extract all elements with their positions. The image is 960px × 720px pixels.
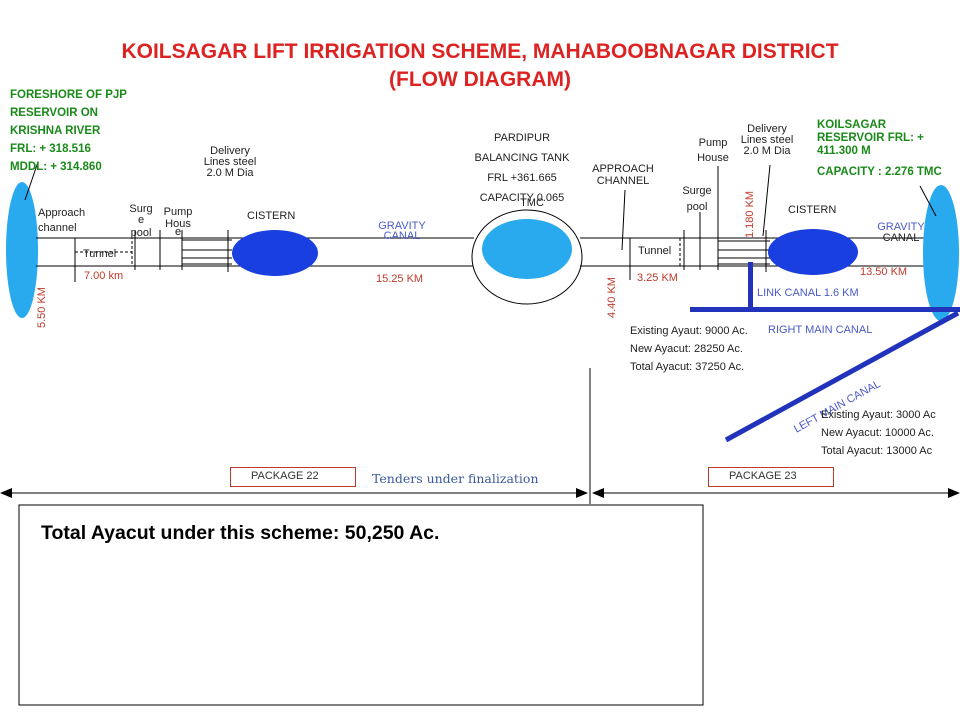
cistern-1-label: CISTERN bbox=[247, 210, 296, 222]
delivery-2-line-3: 2.0 M Dia bbox=[743, 145, 791, 157]
balancing-tank-unit: TMC bbox=[520, 197, 544, 209]
right-main-canal-shape bbox=[690, 307, 960, 312]
delivery-1-line-1: Delivery bbox=[210, 145, 250, 157]
approach-2-pointer bbox=[621, 189, 626, 251]
surge-2-line-1: Surge bbox=[682, 185, 712, 197]
right-ayacut-existing: Existing Ayaut: 9000 Ac. bbox=[630, 325, 748, 337]
pump-2-line-2: House bbox=[697, 152, 729, 164]
balancing-line-2: BALANCING TANK bbox=[474, 152, 570, 164]
approach-channel-2-label: APPROACH CHANNEL bbox=[582, 163, 664, 187]
delivery-2-pointer bbox=[762, 164, 771, 237]
gravity-canal-1-length: 15.25 KM bbox=[376, 273, 424, 285]
koilsagar-capacity: CAPACITY : 2.276 TMC bbox=[817, 166, 942, 178]
surge-pool-1-label: Surg e pool bbox=[126, 204, 156, 239]
delivery-lines-2-label: Delivery Lines steel 2.0 M Dia bbox=[732, 124, 802, 157]
koilsagar-line-1: KOILSAGAR bbox=[817, 119, 886, 131]
balancing-line-1: PARDIPUR bbox=[493, 132, 551, 144]
delivery-lines-1-label: Delivery Lines steel 2.0 M Dia bbox=[196, 146, 264, 179]
surge-1-line-3: pool bbox=[130, 227, 152, 239]
approach-1-line-2: channel bbox=[38, 222, 77, 234]
surge-1-line-1: Surg bbox=[129, 203, 153, 215]
tenders-note: Tenders under finalization bbox=[372, 471, 539, 486]
pump-1-line-2: Hous bbox=[165, 218, 191, 230]
koilsagar-pointer bbox=[919, 185, 937, 217]
foreshore-line-2: RESERVOIR ON bbox=[10, 107, 98, 119]
vertical-distance-1: 5.50 KM bbox=[36, 287, 48, 328]
foreshore-mddl: MDDL: + 314.860 bbox=[10, 161, 102, 173]
left-ayacut-existing: Existing Ayaut: 3000 Ac bbox=[821, 409, 936, 421]
pump-house-2-label: Pump House bbox=[690, 136, 736, 166]
page-title: KOILSAGAR LIFT IRRIGATION SCHEME, MAHABO… bbox=[121, 40, 839, 63]
foreshore-label: FORESHORE OF PJP RESERVOIR ON KRISHNA RI… bbox=[10, 86, 127, 176]
right-ayacut-total: Total Ayacut: 37250 Ac. bbox=[630, 361, 745, 373]
pump-1-line-1: Pump bbox=[163, 206, 193, 218]
tunnel-2-length: 3.25 KM bbox=[637, 272, 678, 284]
delivery-1-line-3: 2.0 M Dia bbox=[206, 167, 254, 179]
approach-1-line-1: Approach bbox=[38, 207, 86, 219]
foreshore-pointer bbox=[24, 161, 39, 201]
cistern-2-label: CISTERN bbox=[788, 204, 837, 216]
foreshore-line-1: FORESHORE OF PJP bbox=[10, 89, 127, 101]
tunnel-2-label: Tunnel bbox=[638, 245, 672, 257]
total-ayacut-summary: Total Ayacut under this scheme: 50,250 A… bbox=[41, 522, 440, 544]
foreshore-line-3: KRISHNA RIVER bbox=[10, 125, 101, 137]
left-main-canal-shape bbox=[724, 310, 960, 443]
balancing-tank-inner bbox=[482, 219, 572, 279]
package-23-arrowhead-right bbox=[948, 488, 960, 498]
balancing-tank-label: PARDIPUR BALANCING TANK FRL +361.665 CAP… bbox=[462, 128, 582, 208]
approach-channel-1-label: Approach channel bbox=[38, 206, 85, 236]
gravity-2-line-1: GRAVITY bbox=[877, 221, 925, 233]
right-main-canal-label: RIGHT MAIN CANAL bbox=[768, 324, 873, 336]
approach-2-line-1: APPROACH bbox=[592, 163, 654, 175]
foreshore-reservoir-shape bbox=[6, 182, 38, 318]
cistern-1-shape bbox=[232, 230, 318, 276]
koilsagar-label: KOILSAGAR RESERVOIR FRL: + 411.300 M CAP… bbox=[817, 119, 942, 179]
left-ayacut-total: Total Ayacut: 13000 Ac bbox=[821, 445, 933, 457]
right-ayacut-new: New Ayacut: 28250 Ac. bbox=[630, 343, 743, 355]
cistern-2-shape bbox=[768, 229, 858, 275]
balancing-line-4: CAPACITY 0.065 bbox=[479, 192, 565, 204]
link-canal-shape bbox=[748, 262, 753, 310]
package-22-arrowhead-right bbox=[576, 488, 588, 498]
delivery-2-line-1: Delivery bbox=[747, 123, 787, 135]
page-subtitle: (FLOW DIAGRAM) bbox=[389, 68, 571, 91]
koilsagar-line-2: RESERVOIR FRL: + bbox=[817, 132, 924, 144]
summary-box bbox=[18, 504, 704, 706]
delivery-1-line-2: Lines steel bbox=[203, 156, 257, 168]
pump-house-1-label: Pump Hous e bbox=[158, 206, 198, 238]
delivery-2-length: 1.180 KM bbox=[744, 190, 756, 238]
gravity-canal-2-length: 13.50 KM bbox=[860, 266, 908, 278]
package-22-box: PACKAGE 22 bbox=[230, 467, 356, 487]
pump-2-line-1: Pump bbox=[698, 137, 728, 149]
gravity-canal-2-label: GRAVITY CANAL bbox=[866, 222, 936, 244]
tunnel-1-length: 7.00 km bbox=[84, 270, 124, 282]
surge-pool-2-label: Surge pool bbox=[676, 183, 718, 215]
approach-2-line-2: CHANNEL bbox=[596, 175, 650, 187]
koilsagar-reservoir-shape bbox=[923, 185, 959, 321]
tunnel-1-label: Tunnel bbox=[83, 248, 117, 260]
left-ayacut-block: Existing Ayaut: 3000 Ac New Ayacut: 1000… bbox=[821, 406, 936, 460]
link-canal-label: LINK CANAL 1.6 KM bbox=[757, 287, 859, 299]
gravity-canal-1-label: GRAVITY CANAL bbox=[366, 220, 438, 242]
koilsagar-line-3: 411.300 M bbox=[817, 145, 871, 157]
right-ayacut-block: Existing Ayaut: 9000 Ac. New Ayacut: 282… bbox=[630, 322, 748, 376]
gravity-1-line-1: GRAVITY bbox=[378, 220, 426, 232]
pump-1-line-3: e bbox=[174, 226, 182, 238]
gravity-1-line-2: CANAL bbox=[383, 230, 421, 242]
delivery-2-line-2: Lines steel bbox=[740, 134, 794, 146]
surge-2-line-2: pool bbox=[686, 201, 708, 213]
vertical-distance-2: 4.40 KM bbox=[606, 277, 618, 318]
balancing-line-3: FRL +361.665 bbox=[487, 172, 557, 184]
package-23-box: PACKAGE 23 bbox=[708, 467, 834, 487]
package-23-arrowhead-left bbox=[592, 488, 604, 498]
left-ayacut-new: New Ayacut: 10000 Ac. bbox=[821, 427, 934, 439]
surge-1-line-2: e bbox=[137, 214, 145, 226]
package-22-arrowhead-left bbox=[0, 488, 12, 498]
gravity-2-line-2: CANAL bbox=[882, 232, 920, 244]
foreshore-frl: FRL: + 318.516 bbox=[10, 143, 91, 155]
